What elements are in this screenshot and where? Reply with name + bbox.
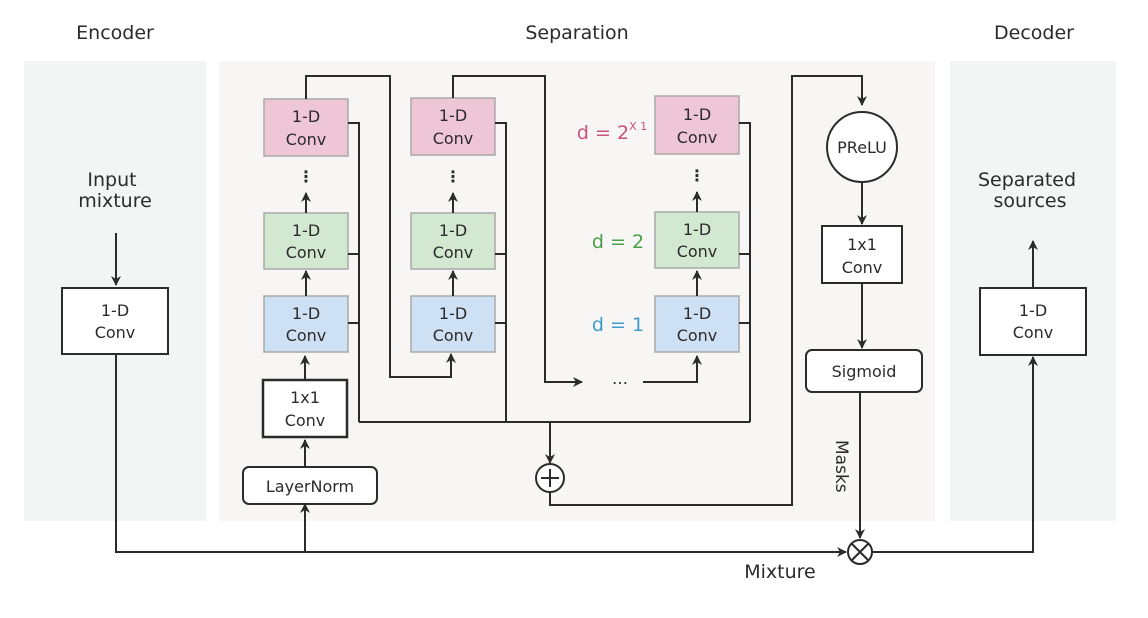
svg-text:1-D: 1-D [439,221,467,240]
sum-node [535,463,565,493]
mixture-label: Mixture [744,561,816,583]
separated-sources-label-line2: sources [994,190,1067,212]
stack2-to-next [452,75,583,387]
svg-text:Conv: Conv [677,128,718,147]
svg-text:1-D: 1-D [683,304,711,323]
vdots: ⋮ [689,166,705,185]
mixture-line [115,354,847,557]
svg-text:Sigmoid: Sigmoid [832,362,897,381]
input-mixture-label-line2: mixture [78,190,152,212]
svg-text:PReLU: PReLU [837,138,887,157]
conv-block-dmax: 1-D Conv [263,98,349,157]
svg-text:1-D: 1-D [683,220,711,239]
conv-block-dmax: 1-D Conv [654,95,740,155]
ellipsis: … [612,369,628,388]
svg-text:1-D: 1-D [1019,301,1047,320]
svg-text:1-D: 1-D [292,221,320,240]
conv-block-d1: 1-D Conv [410,295,496,353]
svg-text:Conv: Conv [286,130,327,149]
conv-block-dmax: 1-D Conv [410,97,496,156]
conv-block-d1: 1-D Conv [654,295,740,353]
separation-title: Separation [525,22,628,44]
encoder-conv-block: 1-D Conv [61,287,169,355]
decoder-title: Decoder [994,22,1074,44]
svg-text:1x1: 1x1 [290,388,320,407]
to-decoder-line [872,356,1038,553]
svg-text:Conv: Conv [285,411,326,430]
stack-x: 1-D Conv 1-D Conv ⋮ 1-D Conv [654,95,751,422]
dilation-label-1: d = 1 [592,314,644,336]
sigmoid-block: Sigmoid [805,349,923,393]
output-conv-block: 1x1 Conv [821,225,903,284]
to-last-stack [643,355,702,383]
multiply-node [847,539,873,565]
dilation-label-2: d = 2 [592,231,644,253]
separated-sources-label-line1: Separated [978,169,1076,191]
stack1-to-stack2 [305,75,456,378]
conv-block-d1: 1-D Conv [263,295,349,353]
svg-text:Conv: Conv [286,326,327,345]
svg-text:Conv: Conv [433,129,474,148]
vdots: ⋮ [445,167,461,186]
svg-text:1-D: 1-D [683,105,711,124]
encoder-title: Encoder [76,22,154,44]
svg-text:Conv: Conv [433,243,474,262]
layernorm-block: LayerNorm [242,466,378,505]
svg-text:LayerNorm: LayerNorm [266,477,354,496]
decoder-conv-block: 1-D Conv [979,287,1087,356]
stack-2: 1-D Conv 1-D Conv ⋮ 1-D Conv [410,97,507,422]
conv-block-d2: 1-D Conv [263,212,349,270]
bottleneck-conv-block: 1x1 Conv [261,378,349,439]
prelu-node: PReLU [826,111,898,183]
svg-text:Conv: Conv [95,323,136,342]
svg-text:Conv: Conv [433,326,474,345]
svg-text:1-D: 1-D [439,106,467,125]
input-mixture-label-line1: Input [87,169,136,191]
svg-text:1-D: 1-D [439,304,467,323]
svg-text:Conv: Conv [1013,323,1054,342]
svg-text:1-D: 1-D [292,107,320,126]
svg-text:Conv: Conv [677,326,718,345]
conv-block-d2: 1-D Conv [654,211,740,269]
svg-text:Conv: Conv [677,242,718,261]
svg-text:1x1: 1x1 [847,235,877,254]
dilation-label-max: d = 2X 1 [577,120,647,144]
svg-text:Conv: Conv [286,243,327,262]
sum-to-prelu [549,75,867,506]
svg-text:1-D: 1-D [292,304,320,323]
svg-text:Conv: Conv [842,258,883,277]
conv-block-d2: 1-D Conv [410,212,496,270]
stack-1: 1-D Conv 1-D Conv ⋮ 1-D Conv [263,98,360,422]
svg-text:1-D: 1-D [101,301,129,320]
vdots: ⋮ [298,167,314,186]
masks-label: Masks [831,440,851,493]
